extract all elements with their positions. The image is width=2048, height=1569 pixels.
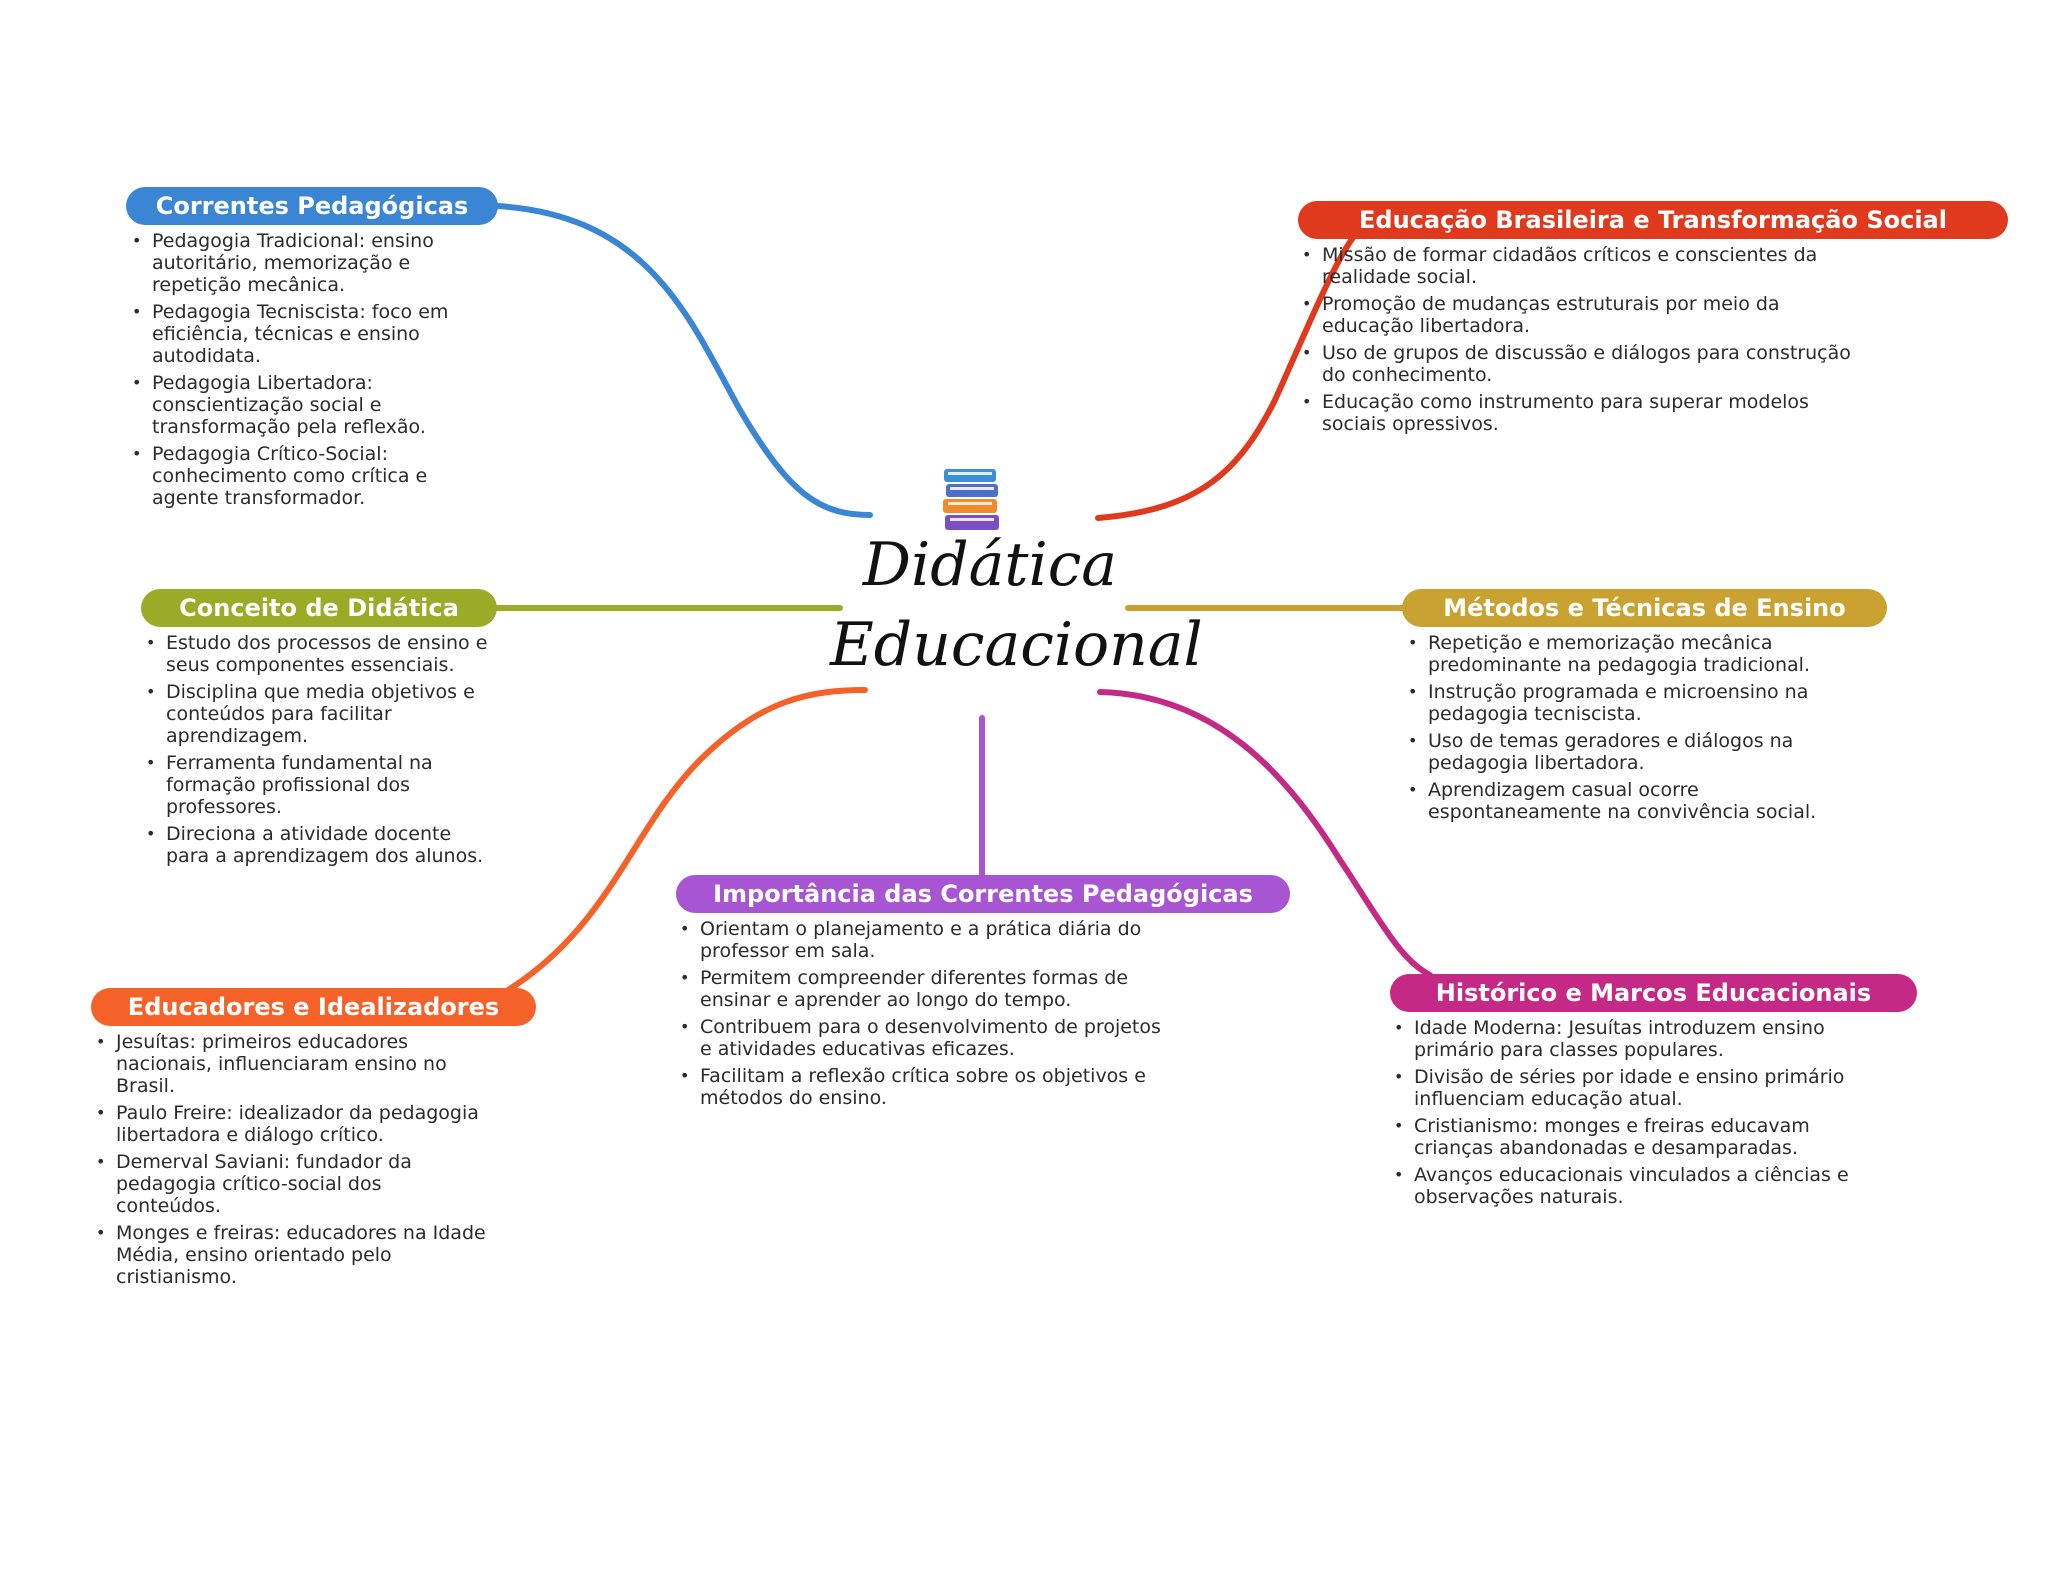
title-line-2: Educacional <box>830 610 1203 680</box>
list-item: Jesuítas: primeiros educadores nacionais… <box>92 1031 492 1097</box>
list-item: Pedagogia Tecniscista: foco em eficiênci… <box>128 301 488 367</box>
node-conceito-de-didatica[interactable]: Conceito de Didática <box>141 589 497 627</box>
list-item: Pedagogia Tradicional: ensino autoritári… <box>128 230 488 296</box>
list-item: Paulo Freire: idealizador da pedagogia l… <box>92 1102 492 1146</box>
connector-educadores <box>497 687 868 998</box>
node-educacao-brasileira[interactable]: Educação Brasileira e Transformação Soci… <box>1298 201 2008 239</box>
list-item: Educação como instrumento para superar m… <box>1298 391 1858 435</box>
list-historico-e-marcos: Idade Moderna: Jesuítas introduzem ensin… <box>1390 1017 1850 1213</box>
list-item: Pedagogia Crítico-Social: conhecimento c… <box>128 443 488 509</box>
list-item: Orientam o planejamento e a prática diár… <box>676 918 1166 962</box>
list-correntes-pedagogicas: Pedagogia Tradicional: ensino autoritári… <box>128 230 488 514</box>
list-item: Divisão de séries por idade e ensino pri… <box>1390 1066 1850 1110</box>
title-line-1: Didática <box>862 530 1118 600</box>
list-item: Avanços educacionais vinculados a ciênci… <box>1390 1164 1850 1208</box>
list-item: Monges e freiras: educadores na Idade Mé… <box>92 1222 492 1288</box>
list-item: Cristianismo: monges e freiras educavam … <box>1390 1115 1850 1159</box>
list-item: Facilitam a reflexão crítica sobre os ob… <box>676 1065 1166 1109</box>
list-item: Permitem compreender diferentes formas d… <box>676 967 1166 1011</box>
list-educacao-brasileira: Missão de formar cidadãos críticos e con… <box>1298 244 1858 440</box>
list-item: Pedagogia Libertadora: conscientização s… <box>128 372 488 438</box>
list-item: Missão de formar cidadãos críticos e con… <box>1298 244 1858 288</box>
list-item: Contribuem para o desenvolvimento de pro… <box>676 1016 1166 1060</box>
list-item: Demerval Saviani: fundador da pedagogia … <box>92 1151 492 1217</box>
central-topic-title: Didática Educacional <box>830 525 1203 685</box>
connector-correntes <box>494 203 873 518</box>
list-item: Direciona a atividade docente para a apr… <box>142 823 497 867</box>
node-educadores-e-idealizadores[interactable]: Educadores e Idealizadores <box>91 988 536 1026</box>
list-conceito-de-didatica: Estudo dos processos de ensino e seus co… <box>142 632 497 872</box>
list-item: Repetição e memorização mecânica predomi… <box>1404 632 1834 676</box>
node-metodos-e-tecnicas[interactable]: Métodos e Técnicas de Ensino <box>1402 589 1887 627</box>
stack-of-books-icon <box>940 466 1002 532</box>
list-item: Uso de grupos de discussão e diálogos pa… <box>1298 342 1858 386</box>
list-item: Promoção de mudanças estruturais por mei… <box>1298 293 1858 337</box>
list-item: Uso de temas geradores e diálogos na ped… <box>1404 730 1834 774</box>
connector-historico <box>1097 689 1433 978</box>
list-educadores-e-idealizadores: Jesuítas: primeiros educadores nacionais… <box>92 1031 492 1293</box>
node-correntes-pedagogicas[interactable]: Correntes Pedagógicas <box>126 187 498 225</box>
list-importancia-das-correntes: Orientam o planejamento e a prática diár… <box>676 918 1166 1114</box>
list-metodos-e-tecnicas: Repetição e memorização mecânica predomi… <box>1404 632 1834 828</box>
list-item: Ferramenta fundamental na formação profi… <box>142 752 497 818</box>
node-historico-e-marcos[interactable]: Histórico e Marcos Educacionais <box>1390 974 1917 1012</box>
node-importancia-das-correntes[interactable]: Importância das Correntes Pedagógicas <box>676 875 1290 913</box>
list-item: Aprendizagem casual ocorre espontaneamen… <box>1404 779 1834 823</box>
list-item: Instrução programada e microensino na pe… <box>1404 681 1834 725</box>
list-item: Idade Moderna: Jesuítas introduzem ensin… <box>1390 1017 1850 1061</box>
list-item: Disciplina que media objetivos e conteúd… <box>142 681 497 747</box>
list-item: Estudo dos processos de ensino e seus co… <box>142 632 497 676</box>
